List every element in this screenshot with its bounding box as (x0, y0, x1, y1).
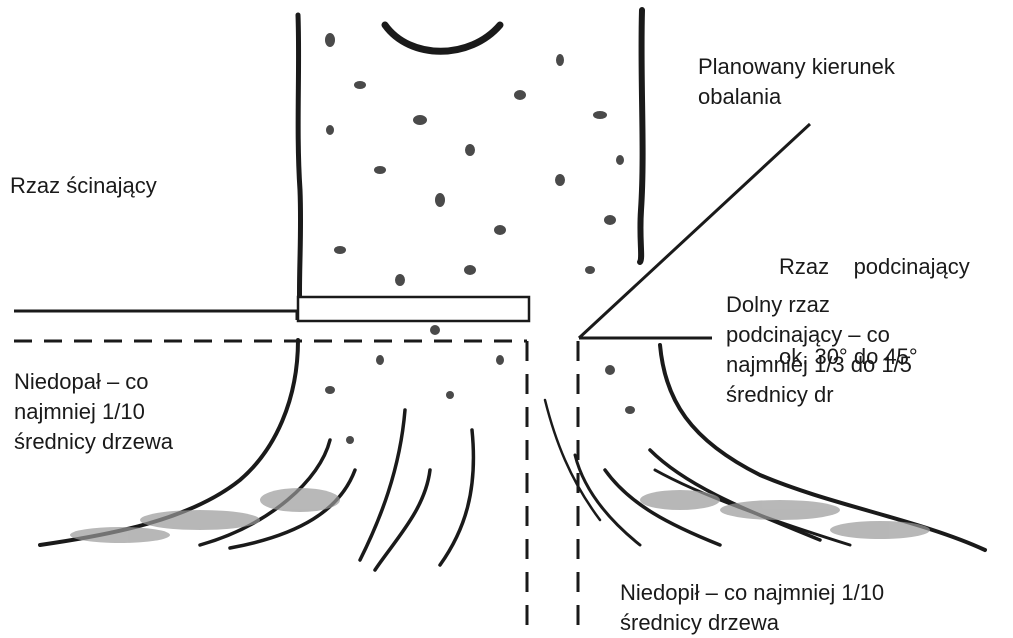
root-5 (440, 430, 473, 565)
felling-cut (14, 297, 529, 321)
stump-text-line-2: najmniej 1/10 (14, 397, 173, 427)
saw-kerf-box (298, 297, 529, 321)
lower-undercut-text-line-1: Dolny rzaz (726, 290, 912, 320)
bark-texture (325, 33, 635, 444)
hinge-text-line-1: Niedopił – co najmniej 1/10 (620, 578, 884, 608)
label-stump: Niedopał – co najmniej 1/10 średnicy drz… (14, 367, 173, 457)
hinge-dashed-lines (527, 341, 578, 625)
label-lower-undercut: Dolny rzaz podcinający – co najmniej 1/3… (726, 290, 912, 410)
root-4 (375, 470, 430, 570)
stump-text-line-1: Niedopał – co (14, 367, 173, 397)
felling-cut-text: Rzaz ścinający (10, 171, 157, 201)
label-felling-cut: Rzaz ścinający (10, 171, 157, 201)
direction-text-line-2: obalania (698, 82, 895, 112)
root-10 (545, 400, 600, 520)
trunk-left-edge (298, 15, 301, 318)
hinge-text-line-2: średnicy drzewa (620, 608, 884, 638)
undercut-text-line-1: Rzaz podcinający (779, 252, 970, 282)
direction-text-line-1: Planowany kierunek (698, 52, 895, 82)
label-felling-direction: Planowany kierunek obalania (698, 52, 895, 112)
lower-undercut-text-line-2: podcinający – co (726, 320, 912, 350)
stump-text-line-3: średnicy drzewa (14, 427, 173, 457)
lower-undercut-text-line-3: najmniej 1/3 do 1/5 (726, 350, 912, 380)
root-texture (70, 488, 930, 543)
label-hinge: Niedopił – co najmniej 1/10 średnicy drz… (620, 578, 884, 638)
trunk-top-notch (385, 25, 500, 51)
lower-undercut-text-line-4: średnicy dr (726, 380, 912, 410)
trunk-right-edge (640, 10, 643, 262)
